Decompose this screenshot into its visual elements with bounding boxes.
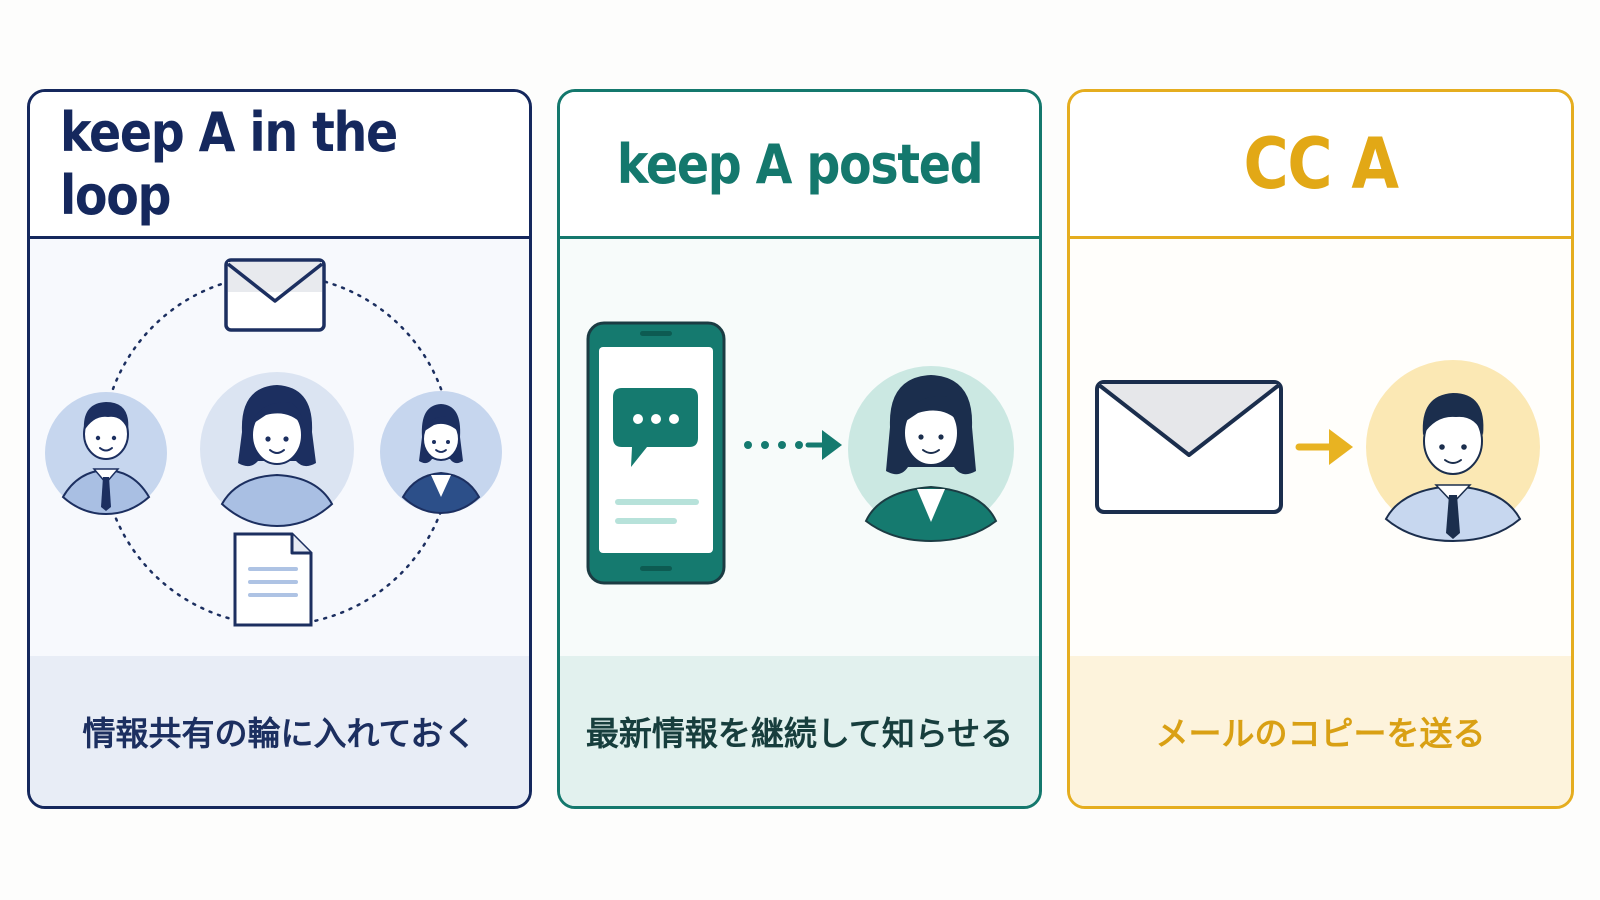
envelope-icon [224, 258, 326, 332]
panel-caption: 情報共有の輪に入れておく [30, 656, 529, 806]
person-icon [380, 391, 502, 515]
panel-title: CC A [1070, 92, 1571, 239]
panel-title: keep A in the loop [30, 92, 529, 239]
loop-illustration [45, 258, 502, 627]
smartphone-icon [586, 321, 726, 585]
panel-keep-posted: keep A posted [557, 89, 1042, 809]
panel-keep-in-the-loop: keep A in the loop [27, 89, 532, 809]
dotted-arrow-icon [744, 430, 842, 460]
posted-illustration [586, 321, 1014, 585]
document-icon [233, 532, 313, 627]
panel-cc: CC A メールのコピーを送る [1067, 89, 1574, 809]
person-icon [848, 366, 1014, 543]
cc-illustration [1095, 360, 1540, 543]
envelope-icon [1095, 380, 1283, 514]
person-icon [45, 392, 167, 516]
arrow-right-icon [1295, 429, 1353, 465]
panel-title: keep A posted [560, 92, 1039, 239]
chat-bubble-icon [613, 388, 698, 467]
panel-caption: 最新情報を継続して知らせる [560, 656, 1039, 806]
panel-caption: メールのコピーを送る [1070, 656, 1571, 806]
person-icon [200, 372, 354, 528]
person-icon [1366, 360, 1540, 543]
